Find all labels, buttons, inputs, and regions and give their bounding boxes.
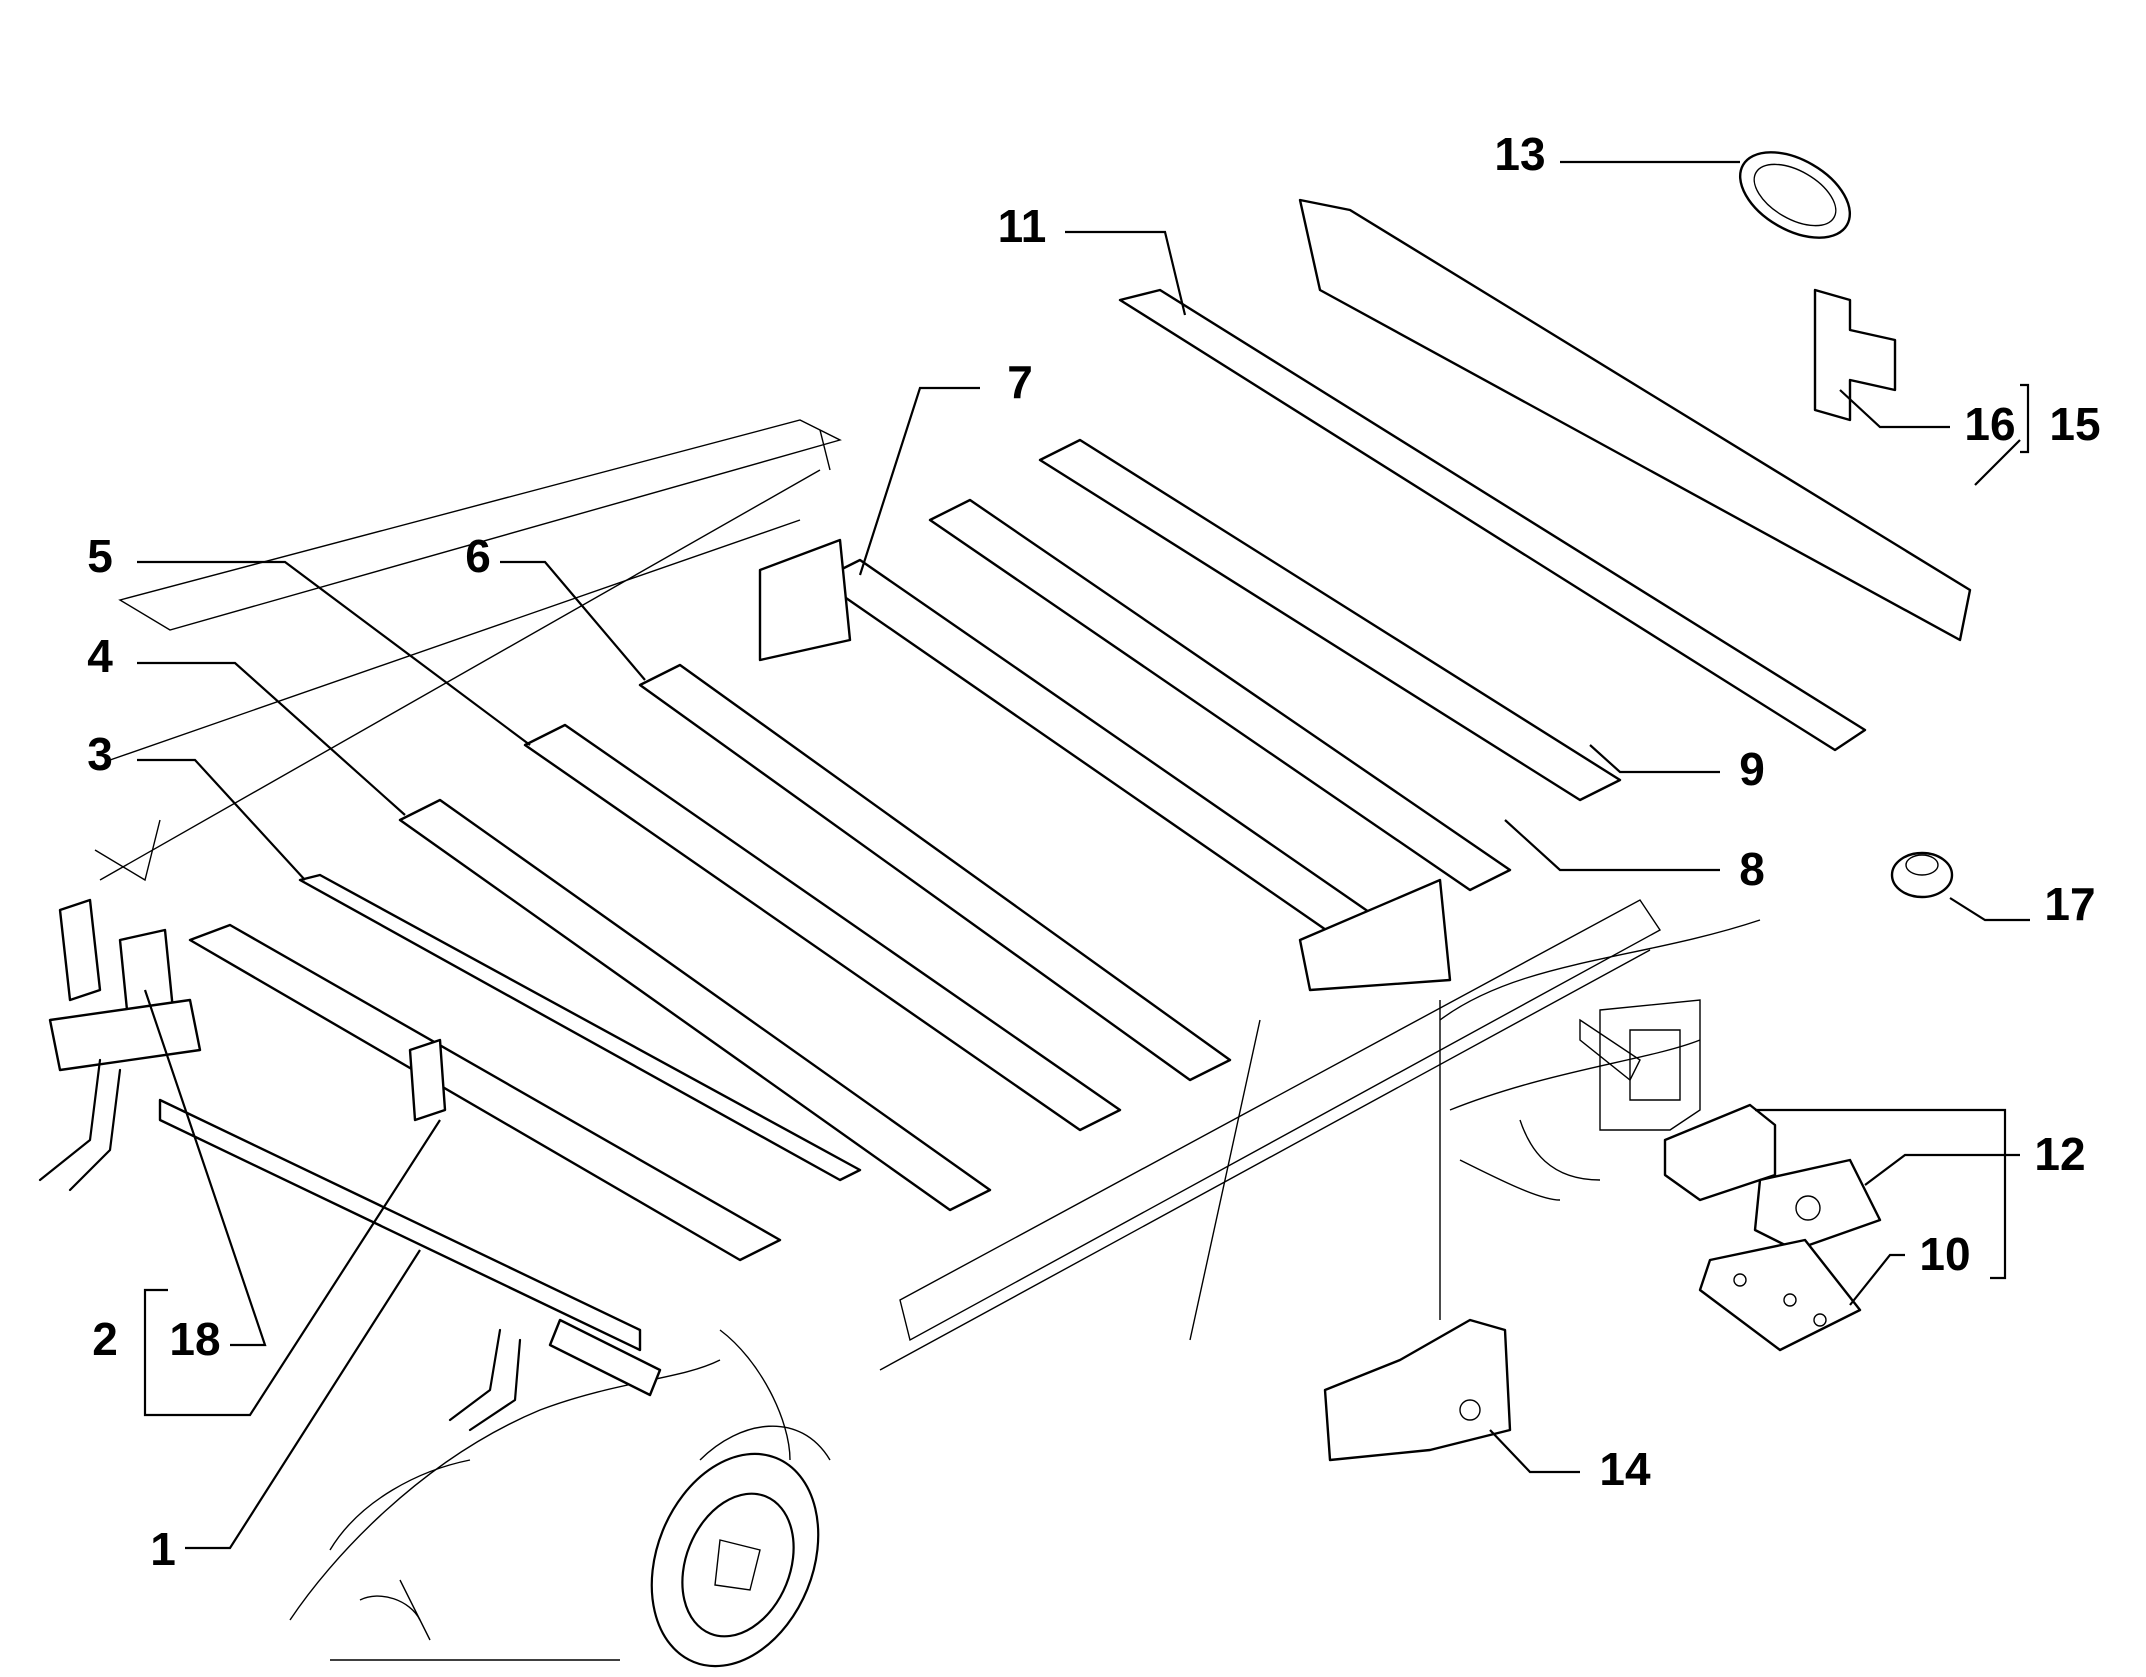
front-crossmember-assembly [38,898,662,1432]
car-body-outline [94,419,1761,1668]
part-10-plate [1698,1238,1862,1352]
member-15 [1298,198,1972,642]
leader-18 [143,989,267,1347]
leader-7 [858,386,980,576]
leader-11 [1065,230,1187,316]
leader-12 [1864,1153,2020,1186]
leader-12-bracket [1755,1108,2007,1280]
member-3 [298,873,862,1182]
callout-17: 17 [2044,878,2095,930]
leader-6 [500,560,646,681]
callout-2: 2 [92,1313,118,1365]
leader-14 [1489,1429,1580,1474]
member-11 [1118,288,1867,752]
leader-3 [137,758,306,881]
callout-10: 10 [1919,1228,1970,1280]
callout-14: 14 [1599,1443,1651,1495]
part-12-mounts [1663,1103,1882,1252]
callout-12: 12 [2034,1128,2085,1180]
callout-13: 13 [1494,128,1545,180]
member-6 [638,663,1232,1082]
callout-6: 6 [465,530,491,582]
leader-15-bracket [2020,383,2030,454]
callout-3: 3 [87,728,113,780]
part-17-bush [1890,851,1954,899]
leader-8 [1504,819,1720,872]
part-16-bracket [1813,288,1897,422]
member-1 [188,923,782,1262]
leader-17 [1949,897,2030,922]
callout-8: 8 [1739,843,1765,895]
callout-18: 18 [169,1313,220,1365]
leader-15 [1974,439,2021,486]
callout-7: 7 [1007,356,1033,408]
leader-4 [137,661,406,816]
callout-16: 16 [1964,398,2015,450]
callout-9: 9 [1739,743,1765,795]
leader-9 [1589,744,1720,774]
leader-5 [137,560,531,746]
leader-16 [1839,389,1950,429]
member-4 [398,798,992,1212]
leader-2 [143,1119,441,1417]
part-13-grommet [1738,151,1852,239]
callout-4: 4 [87,630,113,682]
leader-1 [185,1249,421,1550]
member-8 [928,498,1512,892]
callout-5: 5 [87,530,113,582]
member-7 [758,538,1452,992]
part-14-bracket [1323,1318,1512,1462]
callout-11: 11 [998,200,1047,252]
leader-lines [137,160,2030,1550]
callouts: 1 2 18 3 4 5 6 7 8 9 10 11 12 13 14 15 1… [87,128,2100,1575]
callout-1: 1 [150,1523,176,1575]
callout-15: 15 [2049,398,2100,450]
leader-10 [1849,1253,1905,1306]
member-5 [523,723,1122,1132]
member-9 [1038,438,1622,802]
